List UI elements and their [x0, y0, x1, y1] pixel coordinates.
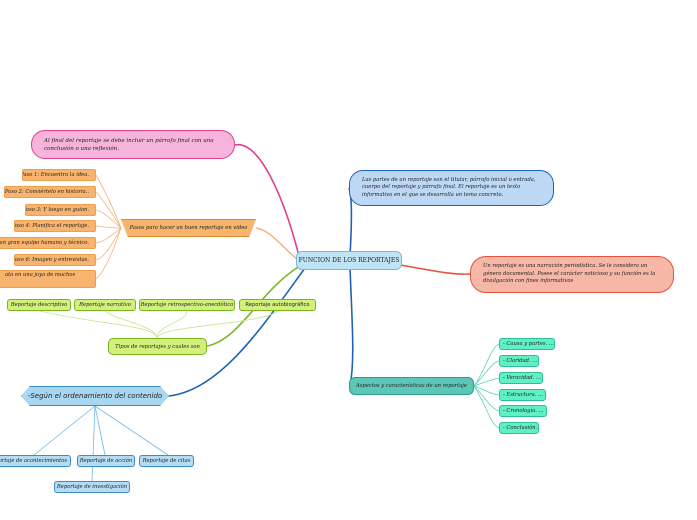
- topic-steps[interactable]: Pasos para hacer un buen reportaje en vi…: [121, 219, 256, 237]
- aspect-item[interactable]: - Estructura. ...: [499, 389, 546, 401]
- link-center-pasos: [255, 227, 299, 261]
- link-center-aspectos: [349, 267, 354, 387]
- step-item[interactable]: Paso 2: Conviértelo en historia..: [4, 186, 96, 198]
- aspect-item[interactable]: - Causa y partes. ...: [499, 338, 555, 350]
- link-center-final: [234, 144, 301, 261]
- link-center-tipos: [206, 265, 301, 347]
- ordering-item[interactable]: eportaje de acontecimientos: [0, 455, 71, 467]
- topic-parts[interactable]: Las partes de un reportaje son el titula…: [349, 170, 554, 206]
- type-item[interactable]: Reportaje retrospectivo-anecdótico: [139, 299, 235, 311]
- step-item[interactable]: de un gran equipo humano y técnico.: [0, 237, 96, 249]
- step-item[interactable]: Paso 3: Y luego en guion.: [25, 204, 96, 216]
- step-item[interactable]: Paso 4: Planifica el reportaje.: [14, 220, 96, 232]
- type-item[interactable]: Reportaje descriptivo: [7, 299, 71, 311]
- topic-definition[interactable]: Un reportaje es una narración periodísti…: [470, 256, 674, 293]
- aspect-item[interactable]: - Claridad. ...: [499, 355, 539, 367]
- central-topic[interactable]: FUNCION DE LOS REPORTAJES: [296, 251, 402, 270]
- ordering-item[interactable]: Reportaje de investigación: [54, 481, 130, 493]
- type-item[interactable]: Reportaje narrativo: [74, 299, 136, 311]
- topic-types[interactable]: Tipos de reportajes y cuales son: [108, 338, 207, 355]
- link-center-ordenamiento: [168, 267, 306, 397]
- topic-ordering[interactable]: -Según el ordenamiento del contenido: [21, 386, 169, 406]
- step-item[interactable]: Paso 1: Encuentra la idea.: [22, 169, 96, 181]
- aspect-item[interactable]: - Conclusión.: [499, 422, 539, 434]
- aspect-item[interactable]: - Cronología. ...: [499, 405, 547, 417]
- ordering-item[interactable]: Reportaje de acción: [77, 455, 135, 467]
- link-center-definicion: [399, 264, 471, 275]
- step-item[interactable]: ato en una joya de muchos: [0, 270, 96, 288]
- topic-final-paragraph[interactable]: Al final del reportaje se debe incluir u…: [31, 130, 235, 159]
- type-item[interactable]: Reportaje autobiográfico: [239, 299, 316, 311]
- step-item[interactable]: Paso 6: Imagen y entrevistas.: [14, 254, 96, 266]
- aspect-item[interactable]: - Veracidad. ...: [499, 372, 543, 384]
- ordering-item[interactable]: Reportaje de citas: [139, 455, 194, 467]
- topic-aspects[interactable]: Aspectos y características de un reporta…: [349, 377, 474, 395]
